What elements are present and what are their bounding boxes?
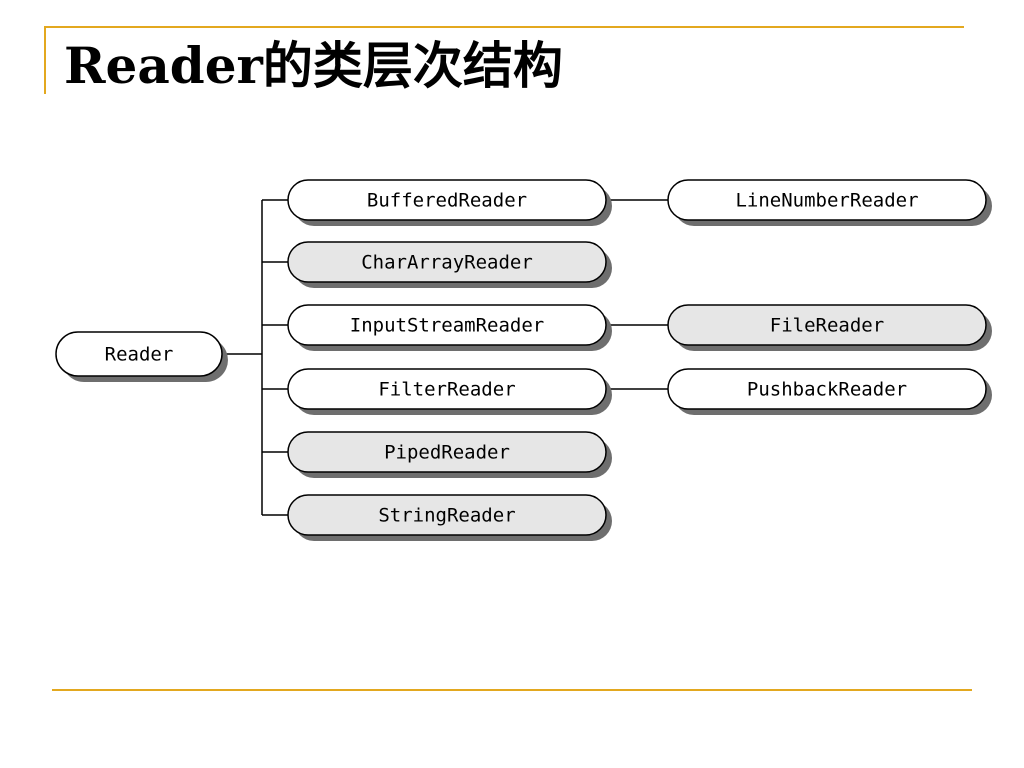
node-line-number-reader: LineNumberReader [667,179,992,226]
node-label-filter-reader: FilterReader [378,379,515,401]
node-label-pushback-reader: PushbackReader [747,379,907,401]
node-label-buffered-reader: BufferedReader [367,190,527,212]
node-box [55,331,223,377]
slide-title: Reader的类层次结构 [64,36,563,95]
node-pushback-reader: PushbackReader [667,368,992,415]
node-piped-reader: PipedReader [287,431,612,478]
node-reader: Reader [55,331,228,382]
node-label-piped-reader: PipedReader [384,442,510,464]
node-label-input-stream-reader: InputStreamReader [350,315,544,337]
node-buffered-reader: BufferedReader [287,179,612,226]
node-box [287,368,607,410]
node-input-stream-reader: InputStreamReader [287,304,612,351]
node-box [667,368,987,410]
node-char-array-reader: CharArrayReader [287,241,612,288]
node-box [287,241,607,283]
node-label-reader: Reader [105,344,174,366]
node-box [667,304,987,346]
bottom-rule [52,689,972,691]
node-label-file-reader: FileReader [770,315,884,337]
title-side-rule [44,26,46,94]
node-label-char-array-reader: CharArrayReader [361,252,533,274]
node-box [287,494,607,536]
node-string-reader: StringReader [287,494,612,541]
node-box [287,179,607,221]
node-box [287,304,607,346]
node-box [287,431,607,473]
node-label-line-number-reader: LineNumberReader [735,190,918,212]
node-label-string-reader: StringReader [378,505,515,527]
node-box [667,179,987,221]
node-file-reader: FileReader [667,304,992,351]
top-rule [44,26,964,28]
node-filter-reader: FilterReader [287,368,612,415]
